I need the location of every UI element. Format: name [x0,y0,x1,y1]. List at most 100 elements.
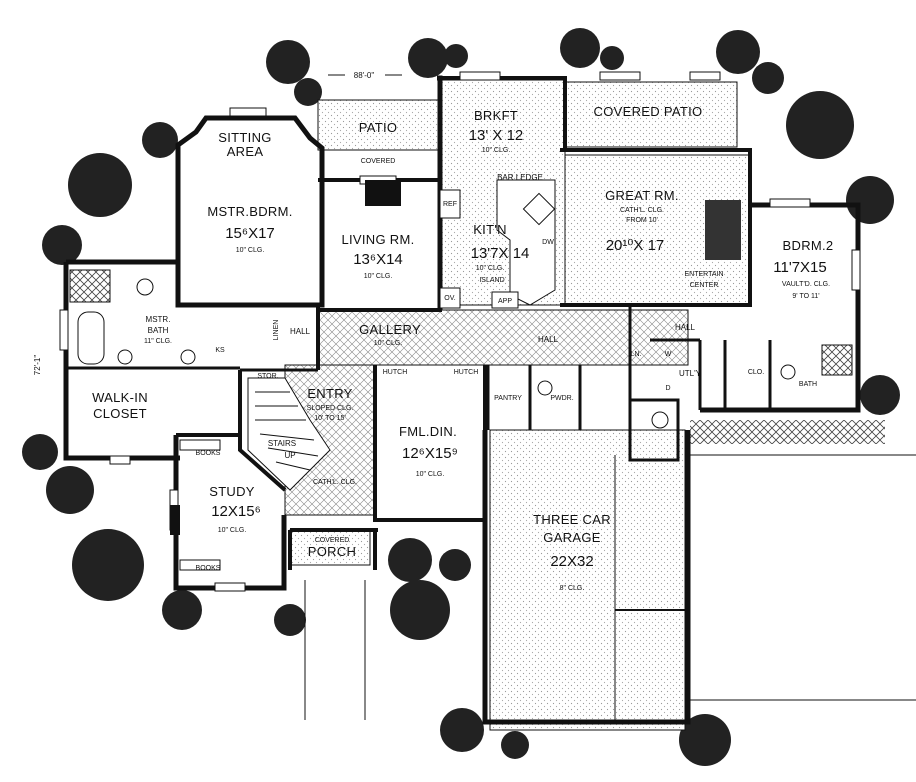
gallery-label: GALLERY [359,322,421,337]
walk-in-closet-label-2: CLOSET [93,406,147,421]
dryer-label: D [665,385,670,392]
tree-icon [560,28,600,68]
books-label-bottom: BOOKS [196,565,221,572]
tree-icon [752,62,784,94]
master-bedroom-ceiling: 10" CLG. [236,247,265,254]
covered-patio-label: COVERED PATIO [594,104,703,119]
toilet [136,278,154,296]
study-label: STUDY [209,484,255,499]
tree-icon [142,122,178,158]
tree-icon [679,714,731,766]
bathtub [77,311,105,365]
island-label: ISLAND [479,277,504,284]
great-room-ceiling-1: CATH'L. CLG. [620,207,664,214]
cathedral-ceiling-label: CATH'L. CLG. [313,479,357,486]
driveway [304,454,916,720]
formal-dining-ceiling: 10" CLG. [416,471,445,478]
pantry-label: PANTRY [494,395,522,402]
washer-label: W [665,351,672,358]
garage-size: 22X32 [550,553,593,570]
tree-icon [22,434,58,470]
formal-dining-label: FML.DIN. [399,424,457,439]
great-room-size: 20¹⁰X 17 [606,237,665,254]
entertain-label: ENTERTAIN [684,271,723,278]
covered-label: COVERED [361,158,396,165]
bedroom-2-size: 11'7X15 [773,259,826,276]
kitchen-size: 13'7X 14 [471,245,530,262]
tree-icon [860,375,900,415]
center-label: CENTER [690,282,719,289]
patio-label: PATIO [359,120,398,135]
stairs-up-label: UP [284,451,295,460]
gallery-area [317,309,689,366]
bedroom-2-ceiling-1: VAULT'D. CLG. [782,281,830,288]
oven-label: OV. [444,295,455,302]
appliance-label: APP [498,298,512,305]
tree-icon [501,731,529,759]
fixtures [69,179,853,571]
ref-label: REF [443,201,457,208]
garage-label-1: THREE CAR [533,512,611,527]
entry-label: ENTRY [307,386,352,401]
garage-ceiling: 8" CLG. [560,585,585,592]
walk-in-closet-label: WALK-IN [92,390,148,405]
formal-dining-size: 12⁶X15⁹ [402,445,458,462]
tree-icon [600,46,624,70]
tree-icon [846,176,894,224]
dw-label: DW [542,239,554,246]
entry-ceiling-1: SLOPED CLG. [307,405,354,412]
porch-area [289,529,371,566]
linen-label: LINEN [273,320,280,341]
hall-label-center: HALL [538,335,559,344]
tree-icon [786,91,854,159]
great-room-label: GREAT RM. [605,188,679,203]
ks-label: KS [215,347,225,354]
powder-room-label: PWDR. [550,395,573,402]
depth-dimension: 72'-1" [33,355,42,376]
tree-icon [408,38,448,78]
bar-ledge-label: BAR LEDGE [497,173,543,182]
master-bedroom-size: 15⁶X17 [225,225,275,242]
hall-label-west: HALL [290,327,311,336]
sitting-area-label: SITTING [218,130,271,145]
tree-icon [266,40,310,84]
master-bath-ceiling: 11" CLG. [144,338,172,345]
patio-area [317,99,439,151]
study-size: 12X15⁶ [211,503,261,520]
hutch-label-2: HUTCH [454,369,479,376]
tree-icon [274,604,306,636]
storage-label: STOR. [257,373,278,380]
planting-bed [690,420,885,444]
tree-icon [294,78,322,106]
garage-area [489,429,686,731]
books-label-top: BOOKS [196,450,221,457]
stairs-label: STAIRS [268,439,296,448]
breakfast-label: BRKFT [474,108,518,123]
tree-icon [390,580,450,640]
linen-closet-label: LN. [631,351,642,358]
closet-label: CLO. [748,369,764,376]
master-bedroom-label: MSTR.BDRM. [207,204,292,219]
tree-icon [439,549,471,581]
master-bath-label-2: BATH [148,326,169,335]
shower [69,269,111,303]
kitchen-ceiling: 10" CLG. [476,265,505,272]
stairs-graphic [247,377,331,491]
bedroom-2-ceiling-2: 9' TO 11' [792,293,819,300]
tree-icon [444,44,468,68]
living-room-size: 13⁶X14 [353,251,403,268]
tree-icon [46,466,94,514]
bedroom-2-label: BDRM.2 [783,238,834,253]
landscaping [22,28,900,766]
utility-label: UTL'Y [679,369,702,378]
room-labels: SITTING AREA MSTR.BDRM. 15⁶X17 10" CLG. … [92,104,833,592]
tree-icon [716,30,760,74]
tree-icon [162,590,202,630]
garage-label-2: GARAGE [543,530,600,545]
tree-icon [68,153,132,217]
kitchen-label: KIT'N [473,222,507,237]
breakfast-size: 13' X 12 [469,127,524,144]
porch-label-1: COVERED [315,537,350,544]
tree-icon [388,538,432,582]
entry-ceiling-2: 10' TO 15' [314,415,346,422]
